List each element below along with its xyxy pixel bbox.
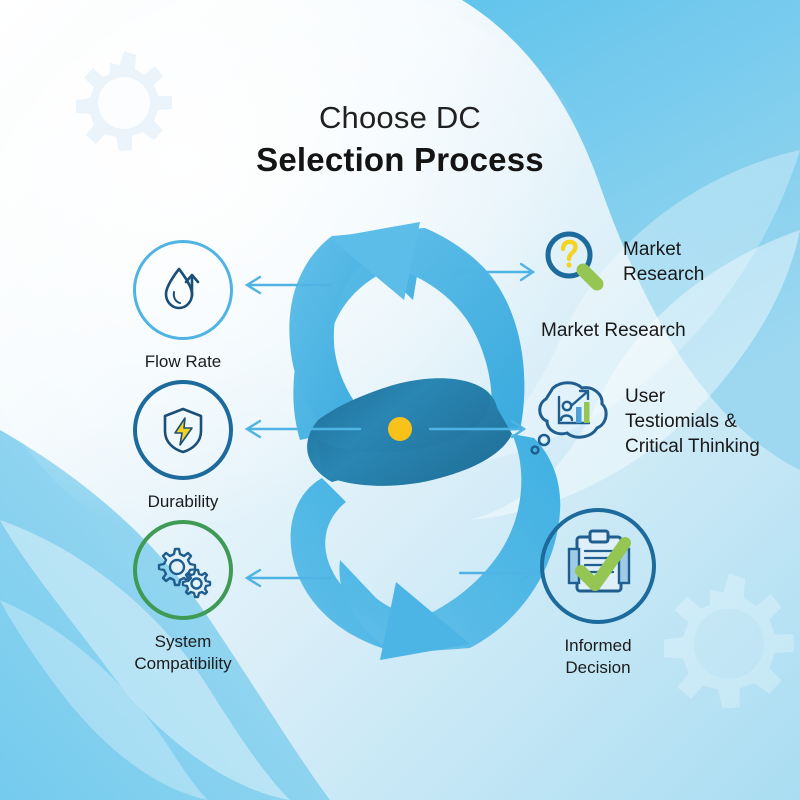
arrow-right-user-testimonials bbox=[428, 419, 527, 439]
magnifier-question-icon bbox=[545, 231, 604, 291]
durability-circle bbox=[133, 380, 233, 480]
water-droplet-arrow-icon bbox=[164, 267, 200, 310]
user-testimonials-label: User Testiomials & Critical Thinking bbox=[625, 385, 760, 457]
node-market-research[interactable]: Market Research bbox=[537, 225, 704, 299]
gear-watermark-bottom-right bbox=[664, 573, 794, 709]
arrow-left-durability bbox=[244, 419, 362, 439]
node-flow-rate[interactable]: Flow Rate bbox=[133, 240, 233, 373]
flow-rate-circle bbox=[133, 240, 233, 340]
system-compatibility-circle bbox=[133, 520, 233, 620]
arrow-left-system-compatibility bbox=[244, 568, 332, 588]
system-compatibility-label: System Compatibility bbox=[134, 632, 232, 673]
title-line-1: Choose DC bbox=[318, 100, 482, 135]
clipboard-checkmark-icon bbox=[567, 529, 631, 593]
shield-lightning-icon bbox=[163, 407, 203, 454]
informed-decision-circle bbox=[540, 508, 656, 624]
center-dot bbox=[388, 417, 412, 441]
arrow-right-market-research bbox=[453, 262, 536, 282]
market-research-label: Market Research bbox=[623, 239, 705, 285]
market-research-sub-caption: Market Research bbox=[541, 320, 686, 341]
informed-decision-label: Informed Decision bbox=[564, 636, 632, 677]
thought-bubble-chart-icon bbox=[530, 381, 608, 455]
node-system-compatibility[interactable]: System Compatibility bbox=[133, 520, 233, 675]
node-user-testimonials[interactable]: User Testiomials & Critical Thinking bbox=[527, 378, 760, 464]
flow-rate-label: Flow Rate bbox=[144, 352, 222, 371]
node-durability[interactable]: Durability bbox=[133, 380, 233, 513]
title-line-2: Selection Process bbox=[256, 141, 544, 178]
arrow-left-flow-rate bbox=[244, 275, 332, 295]
node-informed-decision[interactable]: Informed Decision bbox=[540, 508, 656, 679]
arrow-right-informed-decision bbox=[458, 563, 536, 583]
page-title: Choose DC Selection Process bbox=[0, 98, 800, 182]
gear-watermark-top-left bbox=[76, 51, 172, 151]
durability-label: Durability bbox=[147, 492, 219, 511]
gears-icon bbox=[157, 547, 212, 599]
